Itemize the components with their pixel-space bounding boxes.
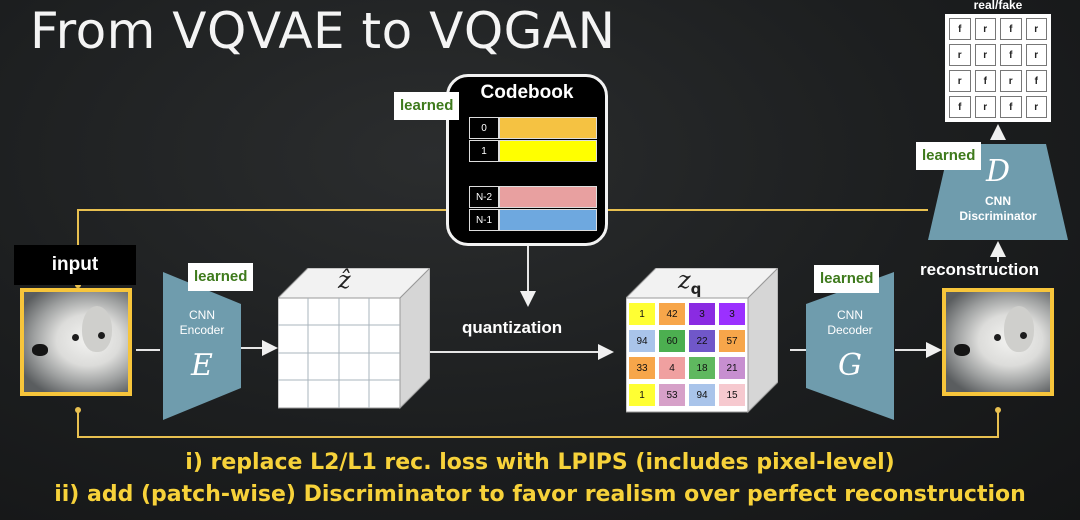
real-fake-cell: r [949, 70, 971, 92]
real-fake-cell: f [949, 96, 971, 118]
decoder-block: CNN Decoder G [806, 272, 894, 420]
codebook-learned-badge: learned [394, 92, 460, 120]
real-fake-cell: f [949, 18, 971, 40]
decoder-line1: CNN [837, 308, 863, 322]
decoder-learned-badge: learned [814, 265, 880, 293]
z-q-cell: 94 [688, 383, 716, 407]
encoder-learned-badge: learned [188, 263, 254, 291]
slide-title: From VQVAE to VQGAN [30, 2, 616, 60]
real-fake-cell: r [949, 44, 971, 66]
discriminator-learned-badge: learned [916, 142, 982, 170]
codebook-row: N-1 [469, 209, 597, 231]
discriminator-line1: CNN [985, 194, 1011, 208]
discriminator-line2: Discriminator [959, 209, 1037, 223]
z-q-cell: 53 [658, 383, 686, 407]
real-fake-cell: r [1000, 70, 1022, 92]
decoder-line2: Decoder [827, 323, 873, 337]
codebook-index: N-1 [469, 209, 499, 231]
real-fake-cell: r [974, 44, 996, 66]
z-q-cell: 57 [718, 329, 746, 353]
real-fake-cell: f [1000, 44, 1022, 66]
codebook-row: 1 [469, 140, 597, 162]
z-q-cell: 42 [658, 302, 686, 326]
real-fake-cell: f [974, 70, 996, 92]
real-fake-cell: r [1025, 18, 1047, 40]
input-label: input [14, 245, 136, 285]
real-fake-cell: f [1000, 96, 1022, 118]
real-fake-cell: r [974, 18, 996, 40]
z-q-cell: 1 [628, 383, 656, 407]
z-q-cell: 33 [628, 356, 656, 380]
codebook-row: N-2 [469, 186, 597, 208]
z-hat-symbol: ẑ [338, 266, 351, 294]
real-fake-cell: r [1025, 44, 1047, 66]
z-hat-cube: ẑ [278, 266, 430, 410]
encoder-block: CNN Encoder E [163, 272, 241, 420]
codebook-row: 0 [469, 117, 597, 139]
real-fake-cell: f [1025, 70, 1047, 92]
encoder-symbol: E [191, 348, 213, 383]
input-image [20, 288, 132, 396]
codebook-color [499, 140, 597, 162]
real-fake-cell: r [974, 96, 996, 118]
reconstruction-image [942, 288, 1054, 396]
codebook-color [499, 209, 597, 231]
codebook-index: N-2 [469, 186, 499, 208]
z-q-cell: 4 [658, 356, 686, 380]
decoder-shape [806, 272, 894, 420]
real-fake-cell: f [1000, 18, 1022, 40]
quantization-label: quantization [462, 318, 563, 337]
encoder-line2: Encoder [179, 323, 225, 337]
codebook-color [499, 186, 597, 208]
codebook-color [499, 117, 597, 139]
z-q-cell: 3 [688, 302, 716, 326]
z-q-cell: 1 [628, 302, 656, 326]
codebook-index: 1 [469, 140, 499, 162]
z-q-symbol: zq [678, 266, 701, 298]
decoder-symbol: G [838, 348, 862, 383]
codebook-panel: Codebook 0 1 N-2 N-1 [446, 74, 608, 246]
reconstruction-label: reconstruction [920, 260, 1040, 279]
z-q-symbol-main: z [678, 266, 691, 294]
z-q-cell: 94 [628, 329, 656, 353]
note-discriminator: ii) add (patch-wise) Discriminator to fa… [54, 482, 1026, 507]
z-q-cell: 22 [688, 329, 716, 353]
codebook-title: Codebook [480, 82, 574, 103]
z-q-cell: 18 [688, 356, 716, 380]
z-q-cell: 21 [718, 356, 746, 380]
z-q-cell: 60 [658, 329, 686, 353]
encoder-shape [163, 272, 241, 420]
z-q-cell: 3 [718, 302, 746, 326]
note-lpips: i) replace L2/L1 rec. loss with LPIPS (i… [185, 450, 895, 475]
codebook-index: 0 [469, 117, 499, 139]
real-fake-cell: r [1025, 96, 1047, 118]
z-q-subscript: q [690, 279, 702, 298]
z-hat-cube-shape [278, 268, 430, 410]
real-fake-title: real/fake [973, 0, 1023, 12]
encoder-line1: CNN [189, 308, 215, 322]
yellow-bottom-line [77, 410, 999, 438]
z-q-cell: 15 [718, 383, 746, 407]
discriminator-symbol: D [985, 154, 1011, 189]
